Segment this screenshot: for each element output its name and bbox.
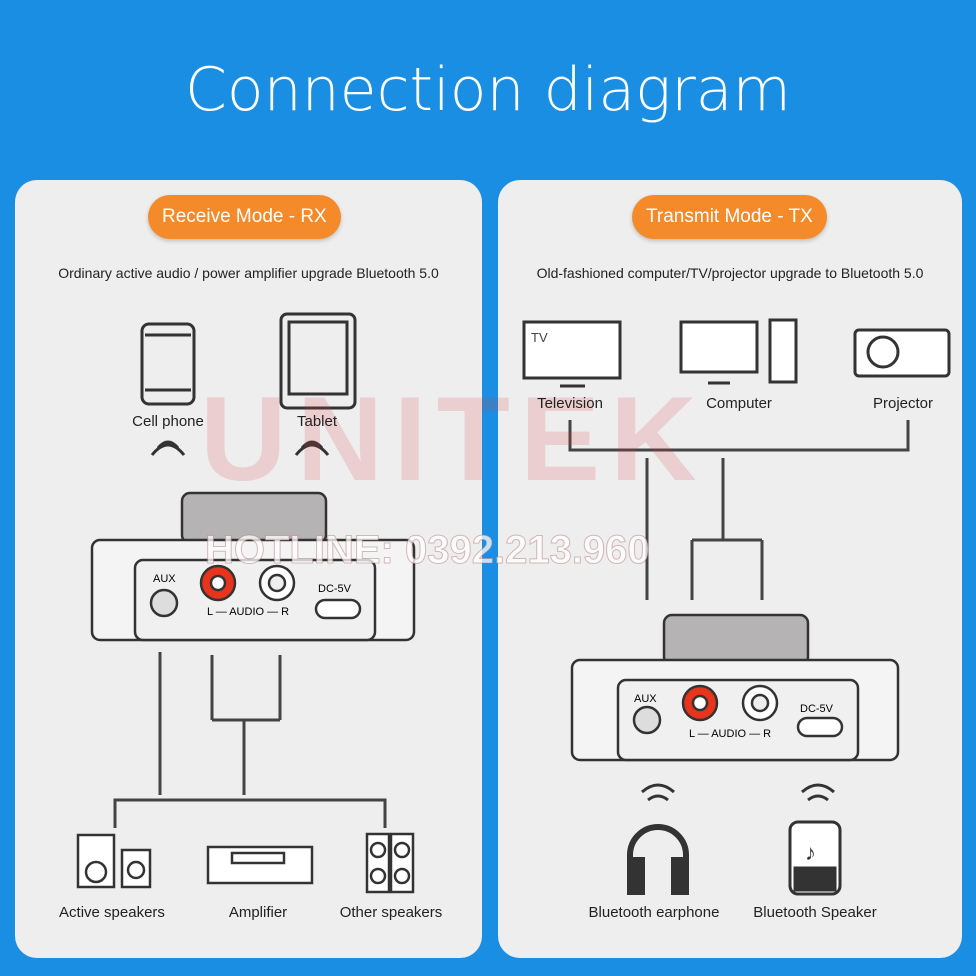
cell-phone-icon xyxy=(140,322,196,406)
amplifier-label: Amplifier xyxy=(228,904,288,921)
svg-text:♪: ♪ xyxy=(805,840,816,865)
active-speakers-label: Active speakers xyxy=(59,904,165,921)
transmit-panel xyxy=(498,180,962,958)
tx-aux-label: AUX xyxy=(634,693,657,705)
bluetooth-speaker-icon: ♪ xyxy=(788,820,842,896)
other-speakers-icon xyxy=(365,832,415,894)
projector-icon xyxy=(853,328,951,378)
transmitter-device xyxy=(570,613,900,762)
headphones-icon xyxy=(627,824,689,895)
tv-text: TV xyxy=(531,330,548,345)
tablet-icon xyxy=(279,312,357,410)
watermark-brand: UNITEK xyxy=(200,372,707,506)
bluetooth-speaker-label: Bluetooth Speaker xyxy=(753,904,877,921)
receiver-device xyxy=(90,491,416,642)
bluetooth-earphone-label: Bluetooth earphone xyxy=(588,904,720,921)
wifi-signal-icon xyxy=(150,440,330,456)
tx-audio-label: L — AUDIO — R xyxy=(689,728,772,740)
computer-icon xyxy=(679,318,798,385)
wifi-icon xyxy=(641,783,835,802)
watermark-hotline: HOTLINE: 0392.213.960 xyxy=(205,528,651,573)
transmit-subtitle: Old-fashioned computer/TV/projector upgr… xyxy=(536,265,924,281)
cell-phone-label: Cell phone xyxy=(132,413,204,430)
computer-label: Computer xyxy=(706,395,772,412)
amplifier-icon xyxy=(206,845,314,885)
source-cables xyxy=(568,420,910,600)
dc-label: DC-5V xyxy=(318,583,352,595)
receive-subtitle: Ordinary active audio / power amplifier … xyxy=(58,265,439,281)
television-label: Television xyxy=(537,395,603,412)
other-speakers-label: Other speakers xyxy=(339,904,443,921)
projector-label: Projector xyxy=(872,395,934,412)
television-icon xyxy=(522,320,622,388)
active-speakers-icon xyxy=(76,833,152,889)
audio-cables xyxy=(113,652,387,828)
tablet-label: Tablet xyxy=(296,413,338,430)
page-title: Connection diagram xyxy=(185,55,791,125)
tx-dc-label: DC-5V xyxy=(800,703,834,715)
transmit-mode-badge: Transmit Mode - TX xyxy=(632,195,827,239)
audio-label: L — AUDIO — R xyxy=(207,606,290,618)
aux-label: AUX xyxy=(153,573,176,585)
receive-mode-badge: Receive Mode - RX xyxy=(148,195,341,239)
